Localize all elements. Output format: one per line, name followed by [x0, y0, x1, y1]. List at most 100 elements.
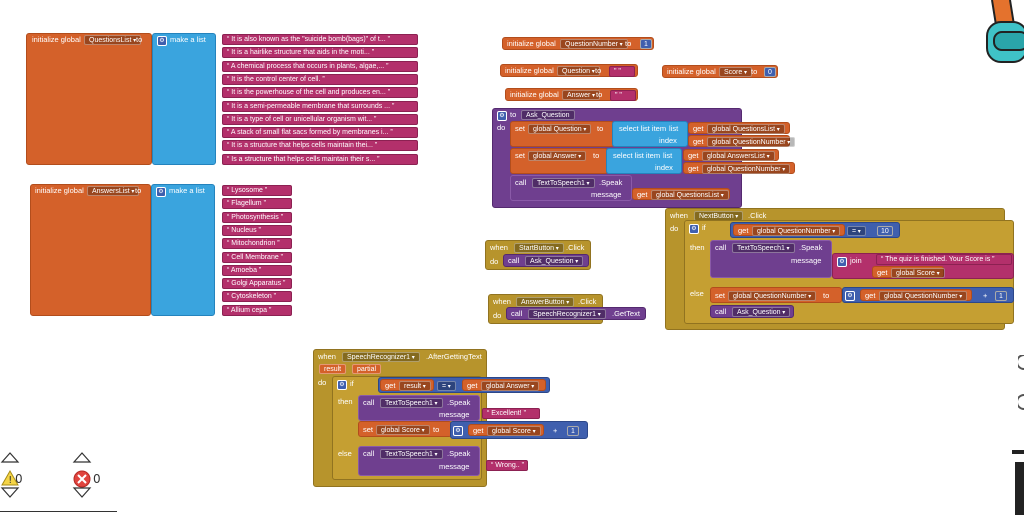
get-var-dropdown[interactable]: result [399, 381, 431, 391]
get-result[interactable]: get result [380, 379, 434, 391]
call-ask-question-block[interactable]: call Ask_Question [710, 305, 794, 318]
list-string-item[interactable]: “ It is the powerhouse of the cell and p… [222, 87, 418, 99]
question-var-name[interactable]: Question [557, 66, 600, 76]
param-result[interactable]: result [319, 364, 347, 374]
list-string-item[interactable]: “ It is also known as the "suicide bomb(… [222, 34, 418, 45]
call-ask-question-block[interactable]: call Ask_Question [503, 254, 589, 267]
get-score[interactable]: get global Score [872, 266, 945, 278]
list-string-item[interactable]: “ Amoeba ” [222, 264, 292, 276]
string-wrong[interactable]: “ Wrong.. ” [486, 460, 528, 471]
init-score-block[interactable]: initialize global Score to 0 [662, 65, 778, 78]
list-string-item[interactable]: “ Is a structure that helps cells mainta… [222, 153, 418, 165]
string-excellent[interactable]: “ Excellent! ” [482, 408, 540, 419]
call-get-text-block[interactable]: call SpeechRecognizer1 .GetText [506, 307, 646, 320]
call-tts-speak-block[interactable]: call TextToSpeech1 .Speak message [358, 446, 480, 476]
init-questions-list-block[interactable]: initialize global QuestionsList to [26, 33, 152, 165]
component-dropdown[interactable]: StartButton [514, 243, 564, 253]
list-string-item[interactable]: “ Nucleus ” [222, 224, 292, 236]
list-string-item[interactable]: “ Golgi Apparatus ” [222, 278, 292, 290]
set-score-block[interactable]: set global Score to [358, 421, 452, 437]
init-question-number-block[interactable]: initialize global QuestionNumber to 1 [502, 37, 654, 50]
get-score[interactable]: get global Score [468, 424, 544, 436]
compare-value[interactable]: 10 [877, 226, 893, 236]
call-tts-speak-block[interactable]: call TextToSpeech1 .Speak message [510, 175, 632, 201]
string-quiz-finished[interactable]: “ The quiz is finished. Your Score is ” [876, 254, 1012, 265]
trash-can-icon[interactable] [1012, 450, 1024, 515]
get-var-dropdown[interactable]: global Answer [481, 381, 540, 391]
component-dropdown[interactable]: TextToSpeech1 [380, 398, 443, 408]
param-partial[interactable]: partial [352, 364, 382, 374]
get-var-dropdown[interactable]: global AnswersList [702, 151, 775, 161]
get-var-dropdown[interactable]: global QuestionNumber [707, 137, 796, 147]
set-var-dropdown[interactable]: global Score [376, 425, 430, 435]
get-var-dropdown[interactable]: global QuestionsList [651, 190, 729, 200]
set-question-block[interactable]: set global Question to [510, 121, 614, 147]
get-questions-list[interactable]: get global QuestionsList [688, 122, 790, 134]
answer-var-name[interactable]: Answer [562, 90, 601, 100]
get-var-dropdown[interactable]: global QuestionNumber [752, 226, 841, 236]
init-answer-block[interactable]: initialize global Answer to " " [505, 88, 638, 101]
component-dropdown[interactable]: TextToSpeech1 [532, 178, 595, 188]
set-var-dropdown[interactable]: global Answer [528, 151, 587, 161]
get-answer[interactable]: get global Answer [462, 379, 546, 391]
get-question-number[interactable]: get global QuestionNumber [688, 135, 796, 147]
mutator-gear-icon[interactable]: ⚙ [337, 380, 347, 390]
error-indicator[interactable] [68, 450, 98, 500]
mutator-gear-icon[interactable]: ⚙ [689, 224, 699, 234]
question-number-var-name[interactable]: QuestionNumber [560, 39, 628, 49]
make-list-block[interactable]: ⚙ make a list [152, 33, 216, 165]
list-string-item[interactable]: “ It is a semi-permeable membrane that s… [222, 100, 418, 112]
set-question-number-block[interactable]: set global QuestionNumber to [710, 287, 842, 303]
procedure-name-field[interactable]: Ask_Question [521, 110, 575, 120]
list-string-item[interactable]: “ Cytoskeleton ” [222, 291, 292, 303]
get-var-dropdown[interactable]: global Score [891, 268, 945, 278]
get-var-dropdown[interactable]: global QuestionsList [707, 124, 785, 134]
mutator-gear-icon[interactable]: ⚙ [497, 111, 507, 121]
empty-string-block[interactable]: " " [609, 66, 635, 77]
questions-list-var-name[interactable]: QuestionsList [84, 35, 142, 45]
make-list-block[interactable]: ⚙ make a list [151, 184, 215, 316]
set-var-dropdown[interactable]: global QuestionNumber [728, 291, 817, 301]
list-string-item[interactable]: “ It is the control center of cell. ” [222, 73, 418, 85]
compare-operator-dropdown[interactable]: = [437, 381, 456, 391]
answers-list-var-name[interactable]: AnswersList [87, 186, 140, 196]
component-dropdown[interactable]: AnswerButton [516, 297, 575, 307]
mutator-gear-icon[interactable]: ⚙ [156, 187, 166, 197]
get-questions-list[interactable]: get global QuestionsList [632, 188, 730, 200]
init-question-block[interactable]: initialize global Question to " " [500, 64, 638, 77]
get-var-dropdown[interactable]: global QuestionNumber [879, 291, 968, 301]
list-string-item[interactable]: “ It is a type of cell or unicellular or… [222, 113, 418, 125]
list-string-item[interactable]: “ A chemical process that occurs in plan… [222, 60, 418, 72]
list-string-item[interactable]: “ It is a structure that helps cells mai… [222, 140, 418, 152]
get-question-number[interactable]: get global QuestionNumber [860, 289, 972, 301]
component-dropdown[interactable]: SpeechRecognizer1 [342, 352, 420, 362]
get-question-number[interactable]: get global QuestionNumber [683, 162, 795, 174]
mutator-gear-icon[interactable]: ⚙ [837, 257, 847, 267]
set-var-dropdown[interactable]: global Question [528, 124, 592, 134]
select-list-item-block[interactable]: select list item list index [606, 148, 682, 174]
call-tts-speak-block[interactable]: call TextToSpeech1 .Speak message [710, 240, 832, 278]
warning-indicator[interactable]: ! [0, 450, 30, 500]
get-var-dropdown[interactable]: global Score [487, 426, 541, 436]
get-var-dropdown[interactable]: global QuestionNumber [702, 164, 791, 174]
list-string-item[interactable]: “ A stack of small flat sacs formed by m… [222, 127, 418, 139]
mutator-gear-icon[interactable]: ⚙ [157, 36, 167, 46]
component-dropdown[interactable]: TextToSpeech1 [380, 449, 443, 459]
list-string-item[interactable]: “ Allium cepa ” [222, 304, 292, 316]
compare-operator-dropdown[interactable]: = [847, 226, 866, 236]
list-string-item[interactable]: “ Flagellum ” [222, 198, 292, 210]
mutator-gear-icon[interactable]: ⚙ [845, 291, 855, 301]
score-var-name[interactable]: Score [719, 67, 752, 77]
procedure-dropdown[interactable]: Ask_Question [732, 307, 791, 317]
backpack-icon[interactable] [984, 0, 1024, 70]
list-string-item[interactable]: “ Lysosome ” [222, 185, 292, 196]
component-dropdown[interactable]: SpeechRecognizer1 [528, 309, 606, 319]
add-value[interactable]: 1 [995, 291, 1007, 301]
list-string-item[interactable]: “ It is a hairlike structure that aids i… [222, 47, 418, 59]
component-dropdown[interactable]: TextToSpeech1 [732, 243, 795, 253]
select-list-item-block[interactable]: select list item list index [612, 121, 688, 147]
add-value[interactable]: 1 [567, 426, 579, 436]
score-value[interactable]: 0 [764, 67, 776, 77]
question-number-value[interactable]: 1 [640, 39, 652, 49]
call-tts-speak-block[interactable]: call TextToSpeech1 .Speak message [358, 395, 480, 421]
